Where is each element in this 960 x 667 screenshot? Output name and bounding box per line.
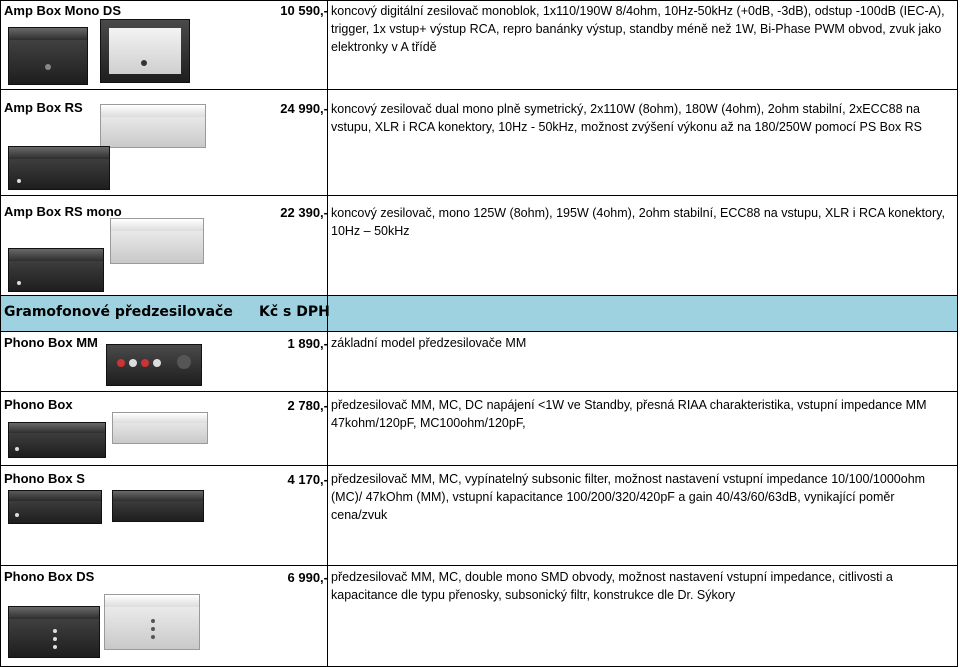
product-name: Phono Box [4,397,73,412]
product-description: předzesilovač MM, MC, DC napájení <1W ve… [331,398,927,430]
product-price: 4 170,- [287,472,328,487]
product-price: 22 390,- [280,205,328,220]
table-divider-price [327,0,328,667]
product-price: 10 590,- [280,3,328,18]
table-row: Phono Box S 4 170,- předzesilovač MM, MC… [0,466,958,566]
product-image-silver [104,594,200,650]
product-price: 1 890,- [287,336,328,351]
product-name: Amp Box Mono DS [4,3,121,18]
product-image-silver [112,412,208,444]
table-row: Phono Box 2 780,- předzesilovač MM, MC, … [0,392,958,466]
product-name: Amp Box RS [4,100,83,115]
product-description: základní model předzesilovače MM [331,336,527,350]
table-border-right [957,0,958,667]
product-description: koncový zesilovač, mono 125W (8ohm), 195… [331,206,945,238]
product-price: 2 780,- [287,398,328,413]
product-image-black [8,422,106,458]
product-description: předzesilovač MM, MC, vypínatelný subson… [331,472,926,522]
product-description: koncový digitální zesilovač monoblok, 1x… [331,4,945,54]
table-row: Phono Box MM 1 890,- základní model před… [0,332,958,392]
product-image-silver [100,104,206,148]
table-row: Amp Box RS 24 990,- koncový zesilovač du… [0,90,958,196]
product-image-black [8,146,110,190]
product-image-black [8,248,104,292]
product-name: Phono Box MM [4,335,98,350]
product-name: Phono Box S [4,471,85,486]
product-price: 24 990,- [280,101,328,116]
table-border-left [0,0,1,667]
product-image-silver [8,490,102,524]
table-row: Amp Box RS mono 22 390,- koncový zesilov… [0,196,958,296]
product-name: Amp Box RS mono [4,204,122,219]
product-image-black [8,606,100,658]
product-description: koncový zesilovač dual mono plně symetri… [331,102,923,134]
table-row: Phono Box DS 6 990,- předzesilovač MM, M… [0,566,958,667]
product-image-black [106,344,202,386]
product-image-black [8,27,88,85]
product-image-black [112,490,204,522]
table-row: Amp Box Mono DS 10 590,- koncový digitál… [0,0,958,90]
product-name: Phono Box DS [4,569,95,584]
price-column-header: Kč s DPH [259,304,330,320]
section-title: Gramofonové předzesilovače [4,304,233,320]
product-image-silver [100,19,190,83]
product-image-silver [110,218,204,264]
section-header: Gramofonové předzesilovače Kč s DPH [0,296,958,332]
product-description: předzesilovač MM, MC, double mono SMD ob… [331,570,893,602]
product-price: 6 990,- [287,570,328,585]
